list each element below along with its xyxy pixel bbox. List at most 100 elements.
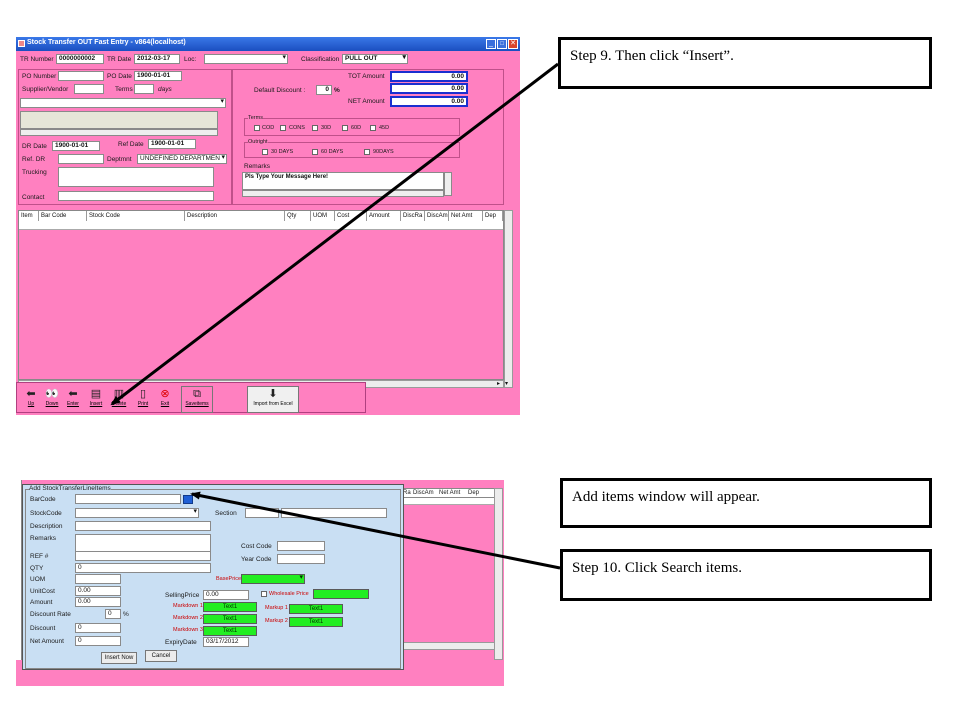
expiry-field[interactable]: 03/17/2012	[203, 637, 249, 647]
col-item[interactable]: Item	[19, 211, 39, 221]
col-amount[interactable]: Amount	[367, 211, 401, 221]
barcode-field[interactable]	[75, 494, 181, 504]
col-description[interactable]: Description	[185, 211, 285, 221]
col-dep[interactable]: Dep	[483, 211, 503, 221]
uom-field[interactable]	[75, 574, 121, 584]
net-amount-field-dialog[interactable]: 0	[75, 636, 121, 646]
col-stockcode[interactable]: Stock Code	[87, 211, 185, 221]
print-icon: ▯	[139, 388, 147, 400]
classification-label: Classification	[301, 56, 340, 63]
default-discount-field[interactable]: 0	[316, 85, 332, 95]
import-excel-button[interactable]: ⬇Import from Excel	[247, 386, 299, 413]
tr-date-label: TR Date	[107, 56, 132, 63]
classification-dropdown[interactable]: PULL OUT	[342, 54, 408, 64]
bottom-screenshot: Ra DiscAm Net Amt Dep Add StockTransferL…	[16, 480, 504, 686]
col-barcode[interactable]: Bar Code	[39, 211, 87, 221]
insert-button[interactable]: ▤Insert	[85, 387, 107, 413]
app-icon	[18, 40, 25, 47]
markup2-field[interactable]: Text1	[289, 617, 343, 627]
supplier-address-scroll[interactable]	[20, 129, 218, 136]
year-code-field[interactable]	[277, 554, 325, 564]
tr-number-field[interactable]: 0000000002	[56, 54, 104, 64]
ref-dr-field[interactable]	[58, 154, 104, 164]
contact-field[interactable]	[58, 191, 214, 201]
grid-vscroll[interactable]	[504, 210, 513, 388]
insert-now-button[interactable]: Insert Now	[101, 652, 137, 664]
po-date-label: PO Date	[107, 73, 132, 80]
terms-field[interactable]	[134, 84, 154, 94]
terms-60d-checkbox[interactable]	[342, 125, 348, 131]
remarks-field[interactable]: Pls Type Your Message Here!	[242, 172, 444, 190]
outright-60days-checkbox[interactable]	[312, 149, 318, 155]
supplier-field[interactable]	[74, 84, 104, 94]
terms-cons-checkbox[interactable]	[280, 125, 286, 131]
col-discamt[interactable]: DiscAm	[425, 211, 449, 221]
down-button[interactable]: 👀Down	[41, 387, 63, 413]
maximize-icon[interactable]: □	[497, 39, 507, 49]
po-number-field[interactable]	[58, 71, 104, 81]
step9-text: Step 9. Then click “Insert”.	[570, 48, 734, 64]
trucking-field[interactable]	[58, 167, 214, 187]
wholesale-price-field[interactable]	[313, 589, 369, 599]
grid-scroll-right-icon[interactable]: ▸	[497, 381, 501, 387]
saveitems-button[interactable]: ⧉Saveitems	[181, 386, 213, 413]
close-icon[interactable]: ✕	[508, 39, 518, 49]
discount-rate-field[interactable]: 0	[105, 609, 121, 619]
unitcost-field[interactable]: 0.00	[75, 586, 121, 596]
outright-30days-checkbox[interactable]	[262, 149, 268, 155]
stockcode-dropdown[interactable]	[75, 508, 199, 518]
col-netamt[interactable]: Net Amt	[449, 211, 483, 221]
markup1-field[interactable]: Text1	[289, 604, 343, 614]
wholesale-label: Wholesale Price	[269, 591, 309, 597]
loc-dropdown[interactable]	[204, 54, 288, 64]
terms-30d-checkbox[interactable]	[312, 125, 318, 131]
cost-code-label: Cost Code	[241, 543, 272, 550]
ref-date-field[interactable]: 1900-01-01	[148, 139, 196, 149]
col-discrate[interactable]: DiscRa	[401, 211, 425, 221]
col-cost[interactable]: Cost	[335, 211, 367, 221]
search-items-button[interactable]	[183, 495, 193, 504]
supplier-dropdown[interactable]	[20, 98, 226, 108]
qty-field[interactable]: 0	[75, 563, 211, 573]
baseprice-dropdown[interactable]	[241, 574, 305, 584]
outright-group-label: Outright	[248, 139, 268, 145]
year-code-label: Year Code	[241, 556, 272, 563]
exit-button[interactable]: ⊗Exit	[154, 387, 176, 413]
deptmnt-dropdown[interactable]: UNDEFINED DEPARTMEN	[137, 154, 227, 164]
enter-button[interactable]: ⬅Enter	[62, 387, 84, 413]
items-grid[interactable]	[18, 210, 504, 380]
ref-field-dialog[interactable]	[75, 551, 211, 561]
description-field[interactable]	[75, 521, 211, 531]
baseprice-label: BasePrice	[216, 576, 242, 582]
markdown3-field[interactable]: Text1	[203, 626, 257, 636]
markdown2-field[interactable]: Text1	[203, 614, 257, 624]
tr-date-field[interactable]: 2012-03-17	[134, 54, 180, 64]
grid-new-row[interactable]	[19, 221, 503, 230]
amount-label-dialog: Amount	[30, 599, 53, 606]
terms-cod-checkbox[interactable]	[254, 125, 260, 131]
wholesale-checkbox[interactable]	[261, 591, 267, 597]
grid-scroll-down-icon[interactable]: ▾	[505, 381, 509, 387]
po-date-field[interactable]: 1900-01-01	[134, 71, 182, 81]
sellingprice-field[interactable]: 0.00	[203, 590, 249, 600]
remarks-scrollbar[interactable]	[444, 172, 452, 196]
po-number-label: PO Number	[22, 73, 57, 80]
dr-date-field[interactable]: 1900-01-01	[52, 141, 100, 151]
minimize-icon[interactable]: _	[486, 39, 496, 49]
print-button[interactable]: ▯Print	[132, 387, 154, 413]
markdown1-field[interactable]: Text1	[203, 602, 257, 612]
discount-field-dialog[interactable]: 0	[75, 623, 121, 633]
step10-arrow	[190, 491, 561, 570]
up-button[interactable]: ⬅Up	[20, 387, 42, 413]
cancel-button[interactable]: Cancel	[145, 650, 177, 662]
amount-field-dialog[interactable]: 0.00	[75, 597, 121, 607]
terms-45d-checkbox[interactable]	[370, 125, 376, 131]
net-amount-field: 0.00	[390, 96, 468, 107]
remarks-hscroll[interactable]	[242, 190, 444, 197]
outright-90days-checkbox[interactable]	[364, 149, 370, 155]
default-discount-label: Default Discount :	[254, 87, 306, 94]
cost-code-field[interactable]	[277, 541, 325, 551]
col-qty[interactable]: Qty	[285, 211, 311, 221]
col-uom[interactable]: UOM	[311, 211, 335, 221]
